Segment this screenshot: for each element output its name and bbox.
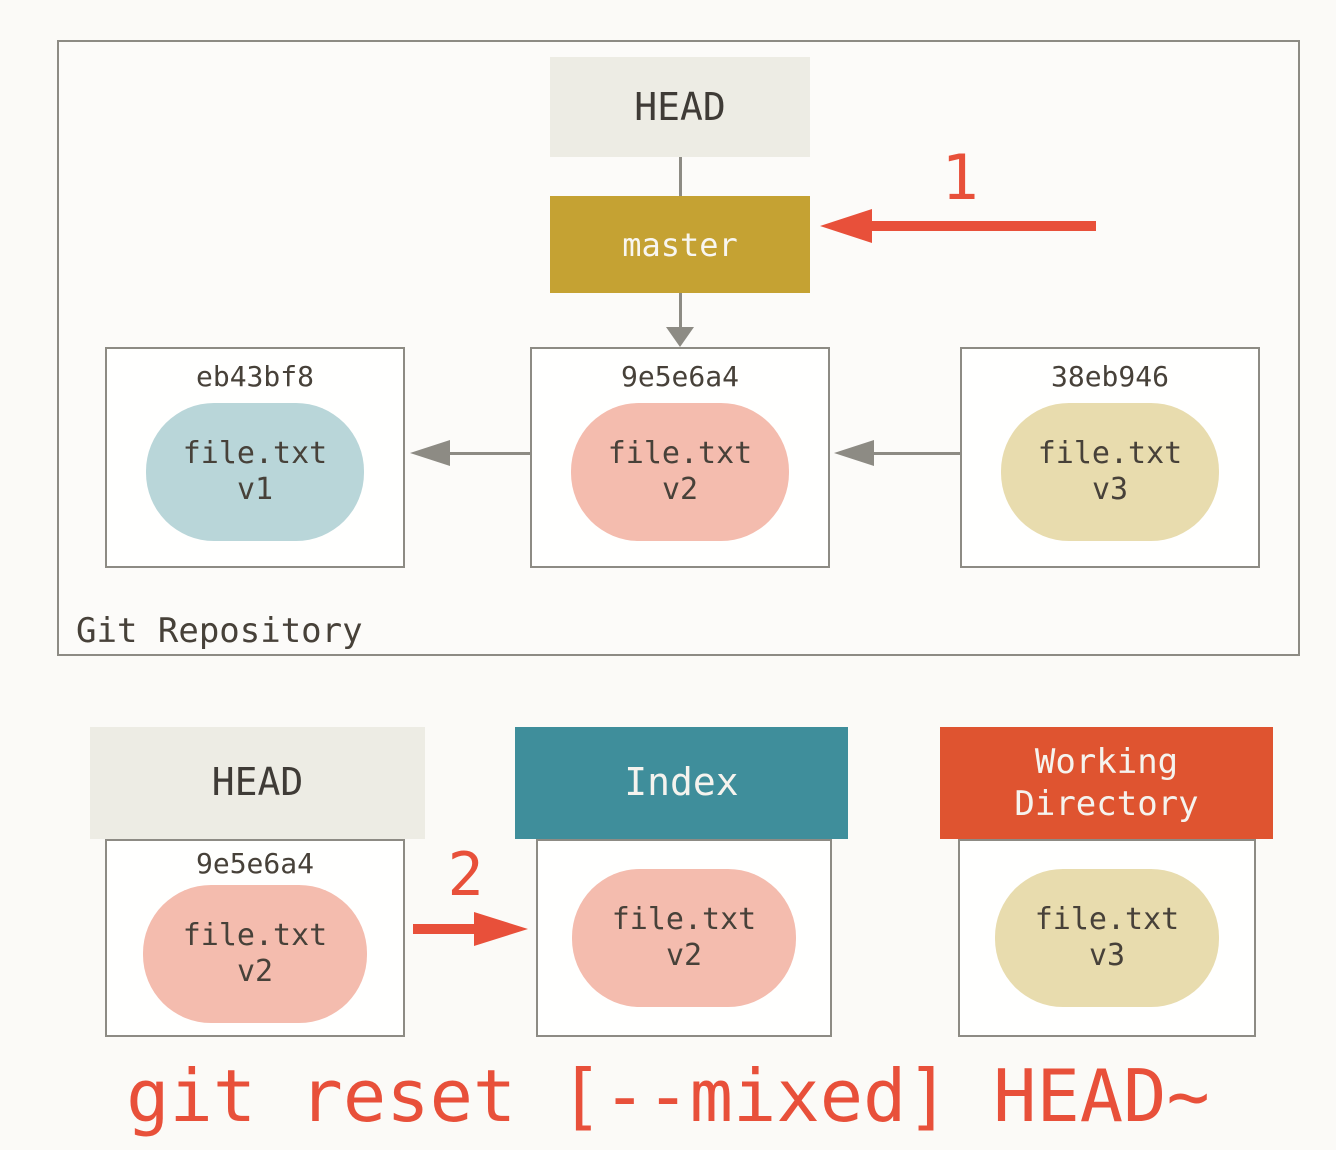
file-blob-v1: file.txt v1	[146, 403, 364, 541]
file-blob-v3: file.txt v3	[1001, 403, 1219, 541]
file-name: file.txt	[1037, 436, 1183, 471]
parent-arrow-shaft	[448, 452, 530, 455]
commit-box-eb43bf8: eb43bf8 file.txt v1	[105, 347, 405, 568]
working-directory-area-body: file.txt v3	[958, 839, 1256, 1037]
head-area-body: 9e5e6a4 file.txt v2	[105, 839, 405, 1037]
index-area-file-blob: file.txt v2	[572, 869, 796, 1007]
head-area-hash: 9e5e6a4	[195, 846, 314, 880]
step-2-arrow-shaft	[413, 924, 481, 934]
parent-arrowhead-icon	[410, 440, 450, 466]
commit-box-38eb946: 38eb946 file.txt v3	[960, 347, 1260, 568]
master-commit-arrow-shaft	[679, 293, 682, 329]
head-master-connector-line	[679, 157, 682, 197]
working-directory-area-header: Working Directory	[940, 727, 1273, 839]
file-version: v2	[661, 472, 699, 507]
file-name: file.txt	[611, 902, 757, 937]
step-1-arrow-shaft	[872, 221, 1096, 231]
master-branch-box: master	[550, 196, 810, 293]
git-repository-label: Git Repository	[76, 611, 363, 651]
file-version: v3	[1088, 938, 1126, 973]
master-commit-arrowhead-icon	[666, 327, 694, 347]
commit-hash: eb43bf8	[195, 359, 314, 393]
file-name: file.txt	[182, 436, 328, 471]
head-ref-box: HEAD	[550, 57, 810, 157]
step-1-arrowhead-icon	[820, 209, 872, 243]
step-2-arrowhead-icon	[474, 912, 528, 946]
head-area-file-blob: file.txt v2	[143, 885, 367, 1023]
file-version: v3	[1091, 472, 1129, 507]
parent-arrowhead-icon	[834, 440, 874, 466]
index-area-header: Index	[515, 727, 848, 839]
file-name: file.txt	[1034, 902, 1180, 937]
head-area-header: HEAD	[90, 727, 425, 839]
file-version: v1	[236, 472, 274, 507]
working-directory-file-blob: file.txt v3	[995, 869, 1219, 1007]
file-version: v2	[236, 954, 274, 989]
parent-arrow-shaft	[872, 452, 960, 455]
command-caption: git reset [--mixed] HEAD~	[126, 1054, 1210, 1138]
step-2-label: 2	[447, 840, 484, 910]
file-version: v2	[665, 938, 703, 973]
commit-hash: 38eb946	[1050, 359, 1169, 393]
commit-box-9e5e6a4: 9e5e6a4 file.txt v2	[530, 347, 830, 568]
commit-hash: 9e5e6a4	[620, 359, 739, 393]
file-blob-v2: file.txt v2	[571, 403, 789, 541]
step-1-label: 1	[941, 140, 979, 214]
index-area-body: file.txt v2	[536, 839, 832, 1037]
file-name: file.txt	[607, 436, 753, 471]
file-name: file.txt	[182, 918, 328, 953]
